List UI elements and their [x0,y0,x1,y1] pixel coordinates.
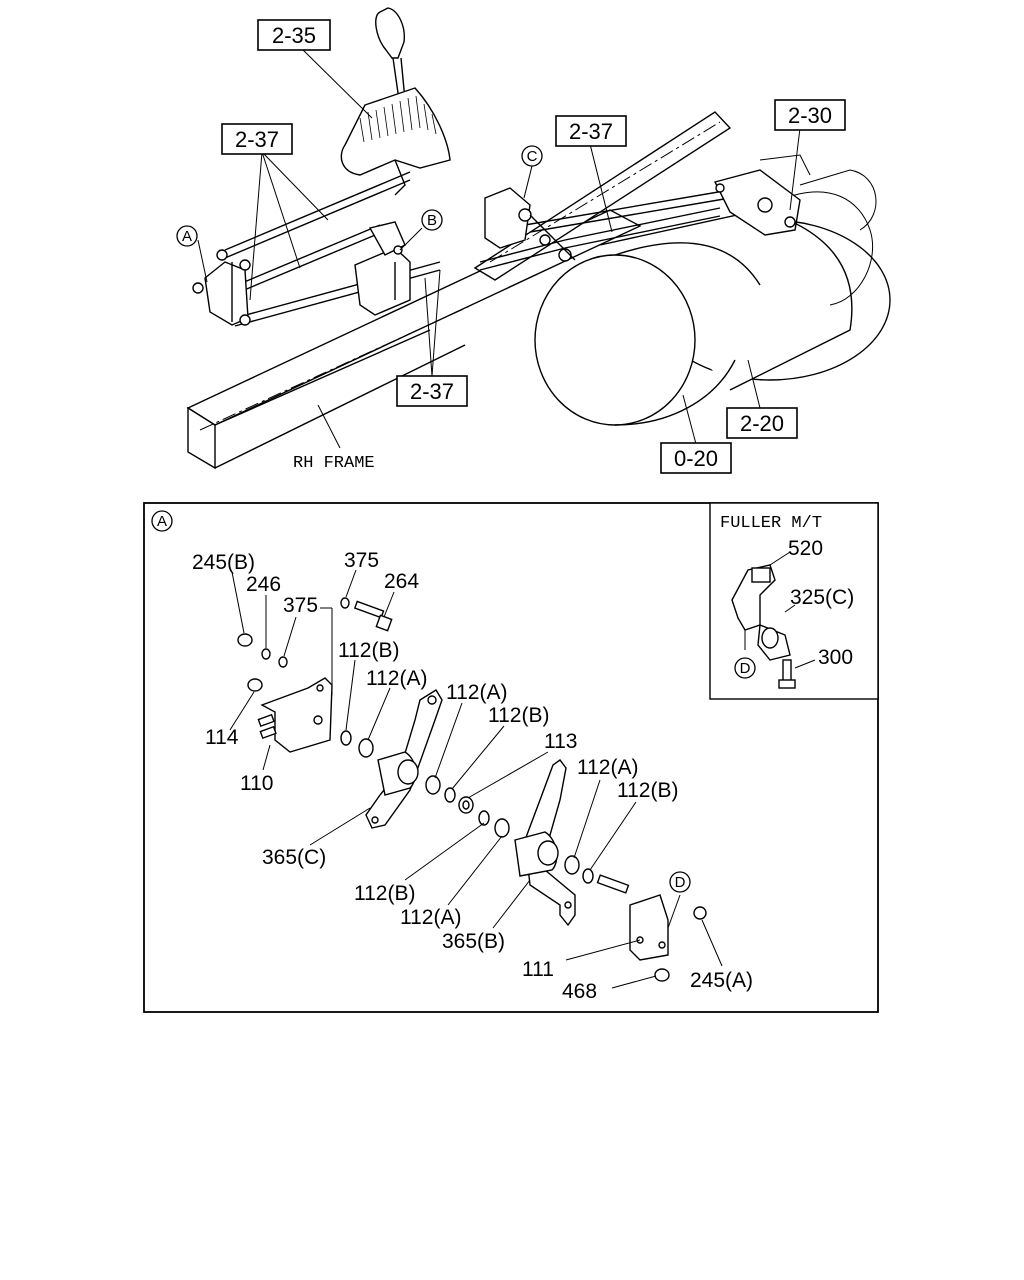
bolts-114 [247,678,277,740]
callout-c-top: C [521,145,543,167]
detail-leader-lines [229,569,723,989]
hardware-245b-246-375 [237,597,350,668]
label-112a-3: 112(A) [577,756,638,779]
svg-text:B: B [427,212,437,229]
label-520: 520 [788,537,823,560]
gear-shift-lever [340,7,451,196]
label-365c: 365(C) [262,846,326,869]
label-112b-1: 112(B) [338,639,399,662]
label-112a-1: 112(A) [366,667,427,690]
label-114: 114 [205,726,239,749]
svg-text:2-37: 2-37 [410,379,454,404]
label-112b-4: 112(B) [354,882,415,905]
callout-a-top: A [176,225,198,247]
ref-2-37-left: 2-37 [221,123,293,155]
label-325c: 325(C) [790,586,854,609]
transmission-housing [534,154,891,426]
ref-2-30: 2-30 [774,99,846,131]
label-112b-3: 112(B) [617,779,678,802]
label-300: 300 [818,646,853,669]
label-365b: 365(B) [442,930,505,953]
bracket-110 [260,607,333,753]
label-264: 264 [384,570,419,593]
top-leader-lines [197,46,801,449]
bracket-b-assembly [354,221,411,316]
label-245a: 245(A) [690,969,753,992]
rh-frame-label: RH FRAME [293,454,375,473]
top-assembly-view: 2-35 2-37 2-37 2-30 2-37 2-20 0-20 [176,7,891,474]
label-375-top: 375 [344,549,379,572]
svg-text:2-37: 2-37 [235,127,279,152]
ref-2-20: 2-20 [726,407,798,439]
detail-a-panel: A [143,502,879,1013]
label-245b: 245(B) [192,551,255,574]
shift-cables [224,171,731,327]
label-113: 113 [544,730,577,753]
ref-2-35: 2-35 [257,19,331,51]
ref-2-37-mid: 2-37 [555,115,627,147]
inset-title: FULLER M/T [720,514,822,533]
bushings-row-2 [478,810,594,884]
bracket-111 [596,874,707,982]
ref-0-20: 0-20 [660,442,732,474]
label-375-mid: 375 [283,594,318,617]
svg-text:D: D [675,874,686,891]
inset-marker-d: D [734,657,756,679]
inset-fuller-parts [731,551,816,689]
svg-text:D: D [740,660,751,677]
svg-text:2-37: 2-37 [569,119,613,144]
svg-text:A: A [157,513,167,530]
label-246: 246 [246,573,281,596]
lever-365b [514,759,576,927]
svg-text:C: C [527,148,538,165]
detail-a-marker: A [151,510,173,532]
svg-text:2-30: 2-30 [788,103,832,128]
label-468: 468 [562,980,597,1003]
svg-text:A: A [182,228,192,245]
lever-365c [365,689,443,829]
label-112a-4: 112(A) [400,906,461,929]
bracket-a-assembly [192,249,251,326]
bracket-c-assembly [484,187,576,262]
transmission-linkage [713,169,801,236]
bushings-row-1 [340,730,474,814]
label-112a-2: 112(A) [446,681,507,704]
ref-2-37-bottom: 2-37 [396,375,468,407]
svg-text:0-20: 0-20 [674,446,718,471]
bolt-264 [353,600,393,632]
callout-b-top: B [421,209,443,231]
detail-marker-d: D [669,871,691,893]
label-112b-2: 112(B) [488,704,549,727]
svg-text:2-20: 2-20 [740,411,784,436]
svg-text:2-35: 2-35 [272,23,316,48]
label-111: 111 [522,958,554,981]
label-110: 110 [240,772,273,795]
